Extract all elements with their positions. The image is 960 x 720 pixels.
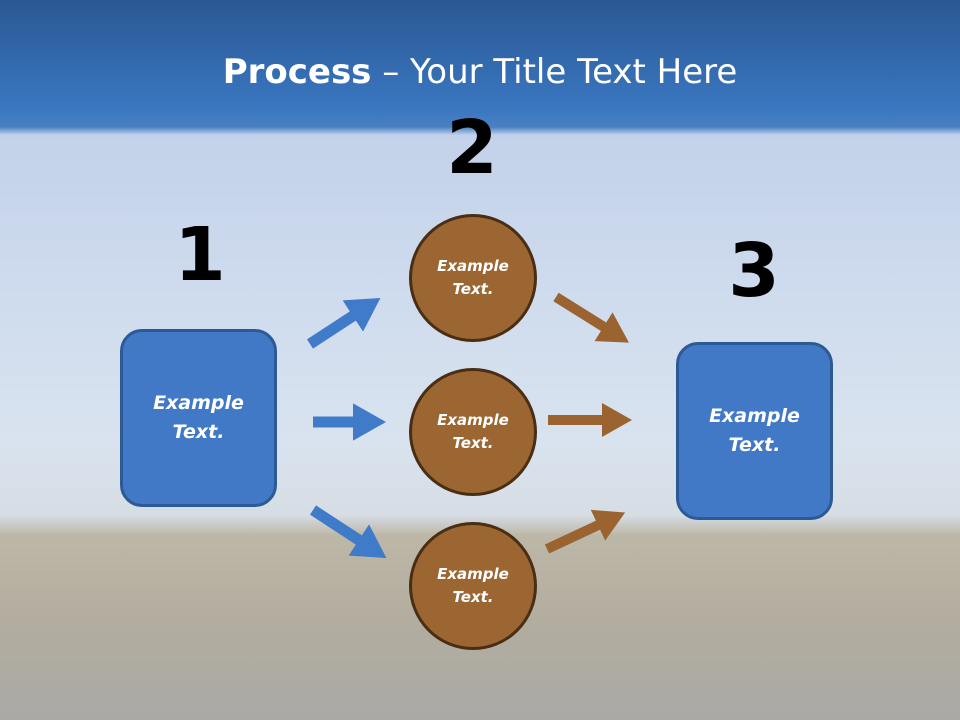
arrow-1-to-2a	[306, 297, 381, 349]
arrow-2a-to-3	[553, 292, 629, 343]
arrow-1-to-2c	[309, 505, 387, 559]
arrow-2c-to-3	[544, 509, 626, 554]
circle-3-text: Example Text.	[437, 565, 509, 606]
circle-2-text: Example Text.	[437, 411, 509, 452]
step-number-3: 3	[728, 228, 780, 314]
step-3-text: Example Text.	[709, 405, 800, 456]
step-number-2: 2	[446, 105, 498, 191]
step-number-1: 1	[174, 212, 226, 298]
circle-1-text: Example Text.	[437, 257, 509, 298]
step-1-text: Example Text.	[153, 392, 244, 443]
step-2-circle-3: Example Text.	[409, 522, 537, 650]
title-rest: – Your Title Text Here	[371, 52, 738, 92]
step-1-box: Example Text.	[120, 329, 277, 507]
step-3-box: Example Text.	[676, 342, 833, 520]
title-bold: Process	[222, 52, 372, 92]
step-2-circle-1: Example Text.	[409, 214, 537, 342]
slide-title: Process – Your Title Text Here	[0, 52, 960, 92]
step-2-circle-2: Example Text.	[409, 368, 537, 496]
